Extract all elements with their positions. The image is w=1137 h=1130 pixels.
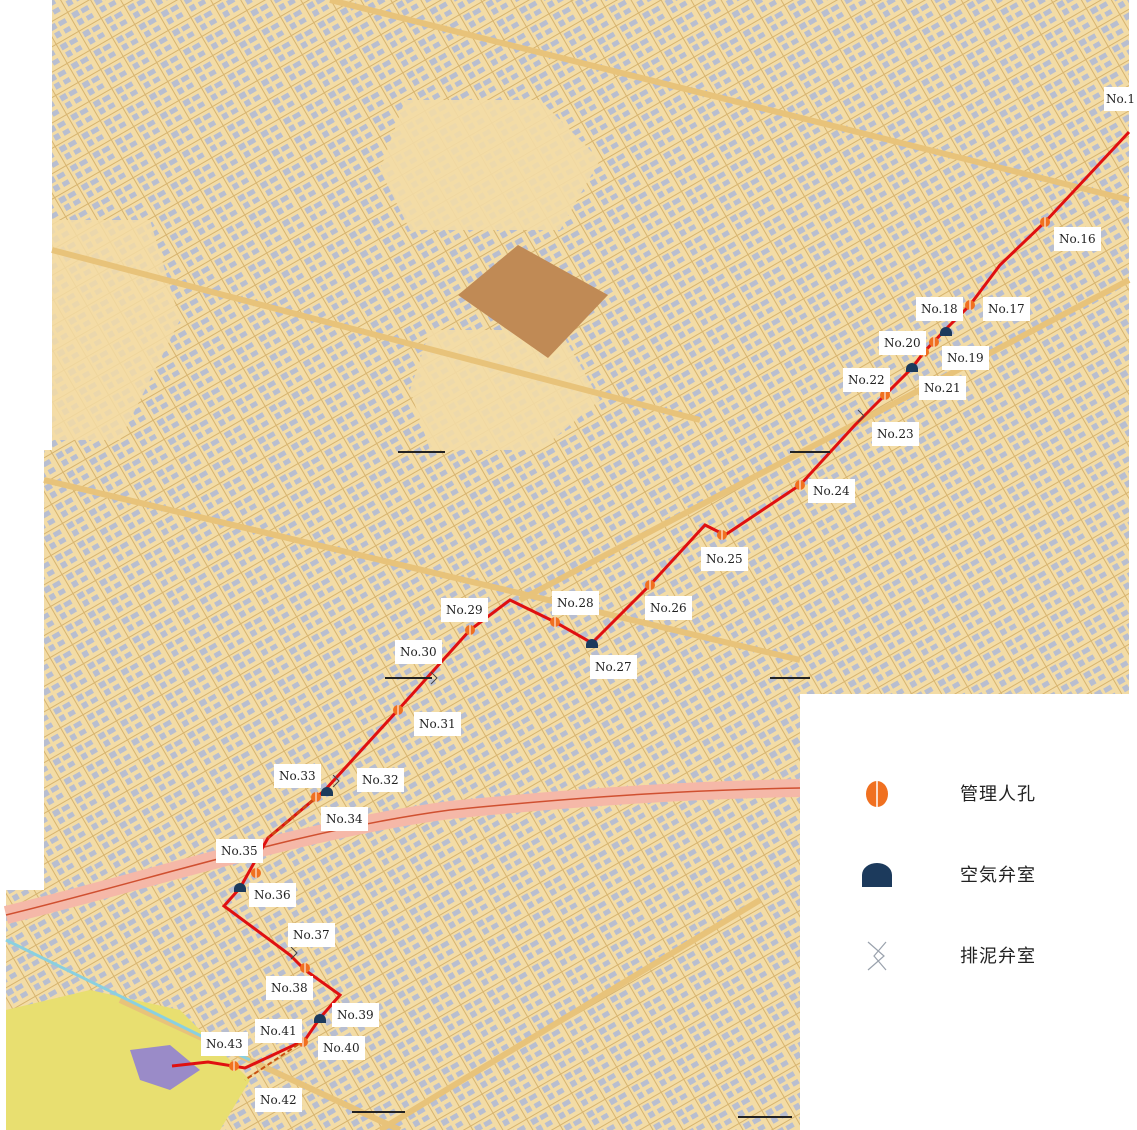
park-area (458, 245, 608, 358)
legend-label-drain-valve: 排泥弁室 (960, 946, 1036, 967)
manhole-icon (251, 868, 261, 878)
manhole-icon (465, 625, 475, 635)
map-legend: 管理人孔 空気弁室 排泥弁室 (800, 694, 1129, 1130)
station-label-37: No.37 (288, 923, 335, 947)
manhole-icon (866, 781, 888, 807)
station-label-35: No.35 (216, 839, 263, 863)
school-area (6, 990, 250, 1130)
station-label-18: No.18 (916, 297, 963, 321)
air-valve-icon (321, 787, 333, 796)
map-tiles (3, 0, 1131, 1130)
air-valve-icon (586, 639, 598, 648)
manhole-icon (550, 617, 560, 627)
station-label-39: No.39 (332, 1003, 379, 1027)
station-label-24: No.24 (808, 479, 855, 503)
station-label-32: No.32 (357, 768, 404, 792)
drain-valve-markers (290, 409, 865, 960)
drain-valve-icon (430, 671, 438, 685)
legend-label-air-valve: 空気弁室 (960, 865, 1036, 886)
station-label-20: No.20 (879, 331, 926, 355)
manhole-icon (1040, 217, 1050, 227)
station-label-36: No.36 (249, 883, 296, 907)
manhole-icon (300, 963, 310, 973)
air-valve-icon (906, 363, 918, 372)
station-label-34: No.34 (321, 807, 368, 831)
manhole-icon (795, 480, 805, 490)
air-valve-markers (234, 327, 952, 1023)
station-label-29: No.29 (441, 598, 488, 622)
air-valve-icon (940, 327, 952, 336)
station-label-38: No.38 (266, 976, 313, 1000)
station-label-1: No.1 (1104, 87, 1137, 111)
station-label-16: No.16 (1054, 227, 1101, 251)
station-label-27: No.27 (590, 655, 637, 679)
drain-valve-icon (857, 409, 865, 423)
station-label-40: No.40 (318, 1036, 365, 1060)
manhole-icon (929, 337, 939, 347)
drain-valve-icon (867, 941, 887, 971)
station-label-31: No.31 (414, 712, 461, 736)
legend-item-manhole: 管理人孔 (800, 772, 1129, 812)
air-valve-icon (314, 1014, 326, 1023)
manhole-icon (965, 300, 975, 310)
station-label-43: No.43 (201, 1032, 248, 1056)
station-label-23: No.23 (872, 422, 919, 446)
legend-item-air-valve: 空気弁室 (800, 853, 1129, 893)
manhole-icon (311, 792, 321, 802)
legend-item-drain-valve: 排泥弁室 (800, 934, 1129, 974)
manhole-icon (645, 580, 655, 590)
drain-valve-icon (290, 946, 298, 960)
station-label-19: No.19 (942, 346, 989, 370)
station-label-33: No.33 (274, 764, 321, 788)
legend-label-manhole: 管理人孔 (960, 784, 1036, 805)
station-label-30: No.30 (395, 640, 442, 664)
station-label-21: No.21 (919, 376, 966, 400)
manhole-icon (393, 705, 403, 715)
scale-bars (352, 451, 830, 1118)
drain-valve-icon (332, 774, 340, 788)
manhole-icon (229, 1061, 239, 1071)
station-label-17: No.17 (983, 297, 1030, 321)
station-label-41: No.41 (255, 1019, 302, 1043)
station-label-25: No.25 (701, 547, 748, 571)
station-label-42: No.42 (255, 1088, 302, 1112)
air-valve-icon (862, 863, 892, 887)
station-label-26: No.26 (645, 596, 692, 620)
station-label-22: No.22 (843, 368, 890, 392)
manhole-icon (717, 530, 727, 540)
air-valve-icon (234, 883, 246, 892)
station-label-28: No.28 (552, 591, 599, 615)
